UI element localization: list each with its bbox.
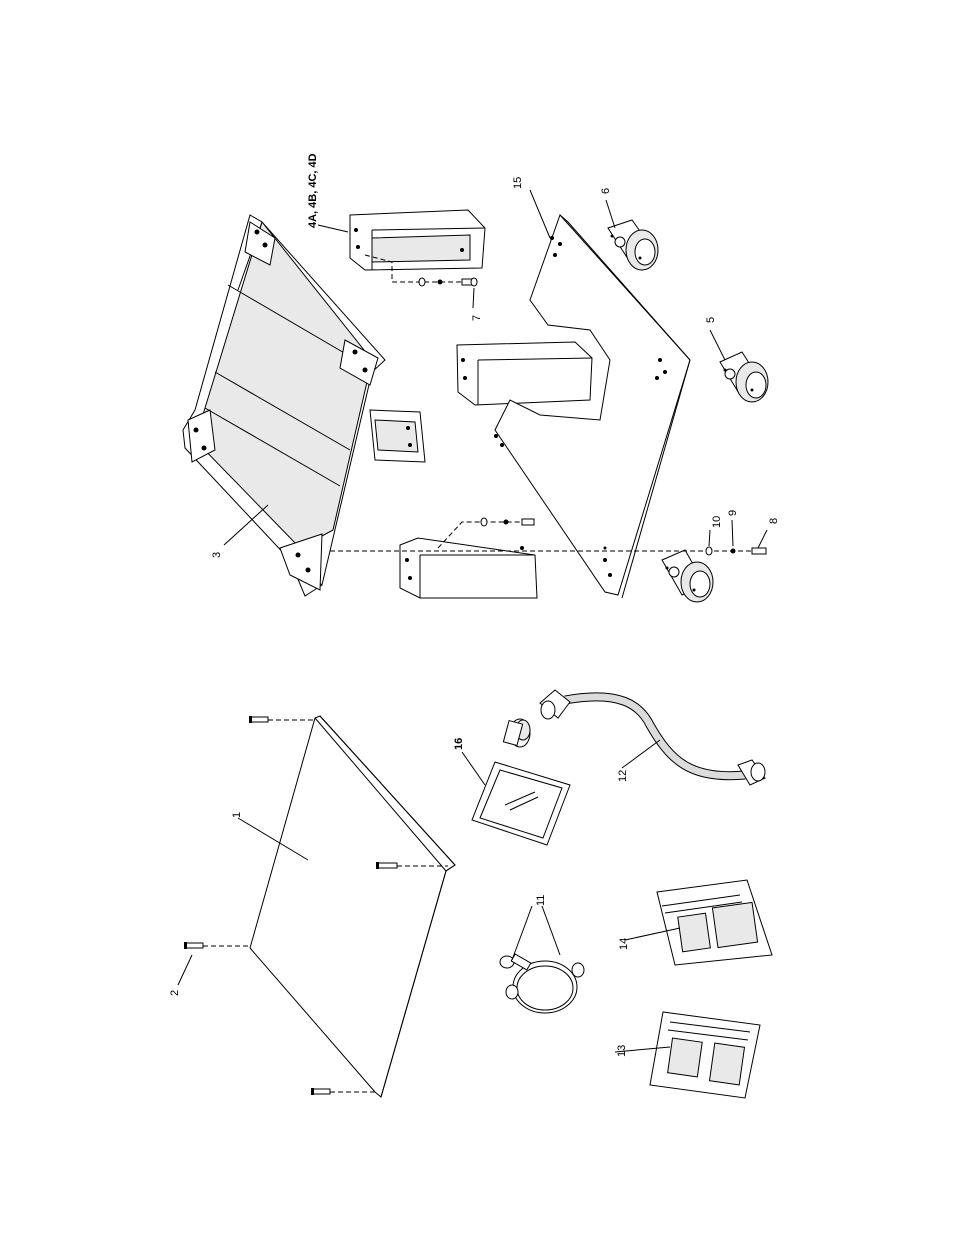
leg-part-4-middle — [457, 342, 592, 405]
caster-left — [662, 550, 713, 602]
caster-part-6 — [608, 220, 658, 270]
base-panel-part-15 — [494, 215, 690, 598]
callout-1: 1 — [231, 812, 243, 818]
callout-6: 6 — [600, 188, 612, 194]
callout-13: 13 — [616, 1045, 628, 1057]
callout-7: 7 — [471, 315, 483, 321]
manual-part-14 — [657, 880, 772, 965]
hardware-caster-bolts — [330, 547, 766, 555]
callout-14: 14 — [618, 938, 630, 950]
callout-5: 5 — [705, 317, 717, 323]
callout-12: 12 — [617, 770, 629, 782]
manual-part-13 — [650, 1012, 760, 1098]
callout-10: 10 — [711, 516, 723, 528]
frame-part-3 — [183, 215, 425, 596]
top-panel-part-1 — [250, 716, 455, 1097]
cable-lock-part-11 — [500, 954, 584, 1013]
fitting — [503, 719, 530, 747]
callout-2: 2 — [169, 990, 181, 996]
hose-part-12 — [540, 690, 765, 785]
callout-15: 15 — [512, 177, 524, 189]
leg-part-4-left — [400, 538, 537, 598]
leg-part-4-top — [350, 210, 485, 270]
callout-4: 4A, 4B, 4C, 4D — [307, 153, 319, 228]
callout-9: 9 — [727, 510, 739, 516]
caster-part-5 — [720, 352, 768, 402]
callout-16: 16 — [453, 738, 465, 750]
callout-8: 8 — [768, 518, 780, 524]
callout-11: 11 — [535, 895, 547, 906]
packet-part-16 — [472, 762, 570, 845]
callout-3: 3 — [211, 552, 223, 558]
